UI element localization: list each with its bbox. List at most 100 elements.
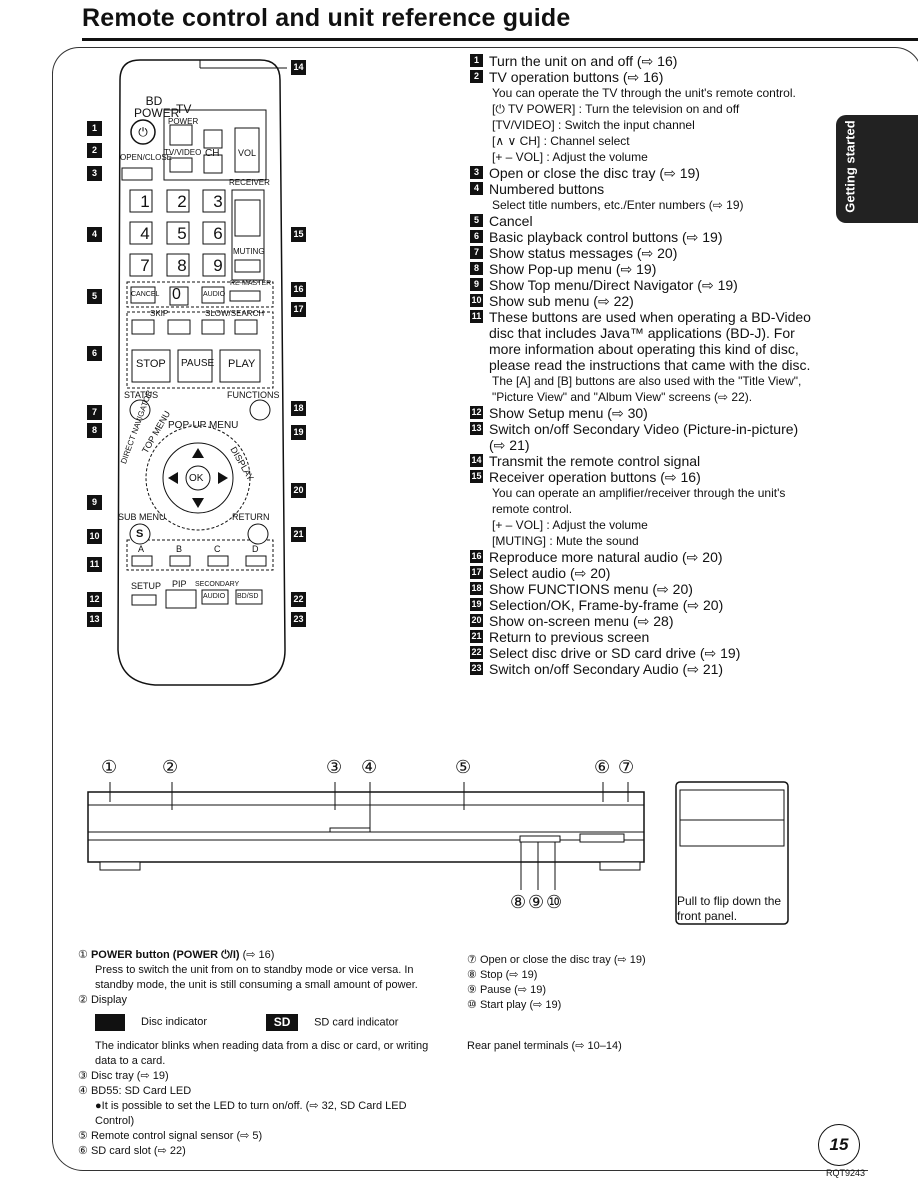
callout-unit-1: ①	[101, 757, 118, 777]
reference-number-badge: 5	[470, 214, 483, 227]
popup-menu-label: POP-UP MENU	[168, 420, 239, 431]
zero-label: 0	[172, 286, 181, 303]
digit-2-label: 2	[177, 192, 187, 211]
pause-label: PAUSE	[181, 358, 215, 369]
section-frame-bottom	[52, 1140, 868, 1171]
sd-indicator-label: SD card indicator	[314, 1016, 399, 1029]
section-tab-label: Getting started	[842, 120, 858, 213]
page-title: Remote control and unit reference guide	[82, 4, 571, 32]
stop-desc: Stop (⇨ 19)	[479, 969, 538, 981]
reference-number-badge: 18	[470, 582, 483, 595]
digit-7-label: 7	[140, 256, 150, 275]
digit-4-label: 4	[140, 224, 150, 243]
reference-number-badge: 13	[470, 422, 483, 435]
callout-unit-9: ⑨	[528, 892, 545, 912]
power-button-heading: POWER button (POWER ⏻/I)	[90, 949, 240, 961]
reference-number-badge: 16	[470, 550, 483, 563]
callout-11: 11	[87, 557, 102, 572]
functions-label: FUNCTIONS	[227, 390, 280, 400]
callout-4: 4	[87, 227, 102, 242]
digit-6-label: 6	[213, 224, 223, 243]
reference-number-badge: 10	[470, 294, 483, 307]
audio2-label: AUDIO	[203, 593, 226, 600]
reference-number-badge: 12	[470, 406, 483, 419]
sd-slot-desc: SD card slot (⇨ 22)	[90, 1145, 186, 1157]
rear-panel-desc: Rear panel terminals (⇨ 10–14)	[467, 1040, 622, 1052]
reference-text: Show status messages (⇨ 20)	[489, 245, 678, 261]
callout-15: 15	[291, 227, 306, 242]
callout-unit-1-text: ①	[78, 949, 88, 961]
reference-subtext: Select title numbers, etc./Enter numbers…	[492, 198, 744, 212]
reference-number-badge: 8	[470, 262, 483, 275]
status-label: STATUS	[124, 390, 159, 400]
callout-unit-10: ⑩	[546, 892, 563, 912]
callout-9: 9	[87, 495, 102, 510]
callout-unit-6: ⑥	[594, 757, 611, 777]
reference-item: 21 Return to previous screen	[470, 629, 815, 645]
reference-item: 10 Show sub menu (⇨ 22)	[470, 293, 815, 309]
callout-3: 3	[87, 166, 102, 181]
power-button-ref: (⇨ 16)	[239, 949, 275, 961]
reference-text: TV operation buttons (⇨ 16)	[489, 69, 664, 85]
reference-text: These buttons are used when operating a …	[489, 309, 811, 373]
d-label: D	[252, 544, 259, 554]
reference-number-badge: 17	[470, 566, 483, 579]
remaster-label: RE-MASTER	[230, 280, 272, 287]
section-tab: Getting started	[836, 115, 918, 223]
callout-unit-2: ②	[162, 757, 179, 777]
sd-indicator-icon: SD	[266, 1014, 299, 1031]
digit-8-label: 8	[177, 256, 187, 275]
callout-12: 12	[87, 592, 102, 607]
bd-sd-label: BD/SD	[237, 593, 259, 600]
callout-17: 17	[291, 302, 306, 317]
sub-menu-label: SUB MENU	[118, 512, 166, 522]
reference-subtext: [⏻ TV POWER] : Turn the television on an…	[492, 102, 740, 116]
callout-unit-7: ⑦	[618, 757, 635, 777]
reference-number-badge: 2	[470, 70, 483, 83]
return-label: RETURN	[232, 512, 270, 522]
callout-unit-8-text: ⑧	[467, 969, 477, 981]
reference-text: Selection/OK, Frame-by-frame (⇨ 20)	[489, 597, 724, 613]
reference-subtext: [∧ ∨ CH] : Channel select	[492, 134, 630, 148]
page-number: 15	[818, 1124, 860, 1166]
digit-5-label: 5	[177, 224, 187, 243]
reference-subtext: [TV/VIDEO] : Switch the input channel	[492, 118, 695, 132]
reference-text: Show Setup menu (⇨ 30)	[489, 405, 648, 421]
section-frame-left	[52, 72, 53, 1142]
secondary-label: SECONDARY	[195, 581, 240, 588]
bd-power-label: BD POWER	[134, 94, 180, 120]
callout-10: 10	[87, 529, 102, 544]
reference-subtext: [+ – VOL] : Adjust the volume	[492, 150, 648, 164]
reference-number-badge: 21	[470, 630, 483, 643]
reference-text: Reproduce more natural audio (⇨ 20)	[489, 549, 723, 565]
muting-label: MUTING	[233, 247, 265, 256]
disc-indicator-icon	[95, 1014, 125, 1031]
reference-number-badge: 9	[470, 278, 483, 291]
sd-led-desc: BD55: SD Card LED	[90, 1085, 192, 1097]
svg-text:⏻: ⏻	[138, 125, 148, 139]
callout-unit-10-text: ⑩	[467, 999, 477, 1011]
callout-5: 5	[87, 289, 102, 304]
sd-led-note: ●It is possible to set the LED to turn o…	[95, 1100, 407, 1127]
reference-text: Return to previous screen	[489, 629, 650, 645]
reference-number-badge: 23	[470, 662, 483, 675]
unit-descriptions-right: ⑦ Open or close the disc tray (⇨ 19) ⑧ S…	[467, 953, 807, 1054]
reference-text: Transmit the remote control signal	[489, 453, 701, 469]
reference-text: Show sub menu (⇨ 22)	[489, 293, 634, 309]
display-heading: Display	[90, 994, 128, 1006]
setup-label: SETUP	[131, 581, 162, 591]
callout-1: 1	[87, 121, 102, 136]
unit-front-illustration	[87, 781, 789, 925]
power-button-desc: Press to switch the unit from on to stan…	[95, 964, 418, 991]
